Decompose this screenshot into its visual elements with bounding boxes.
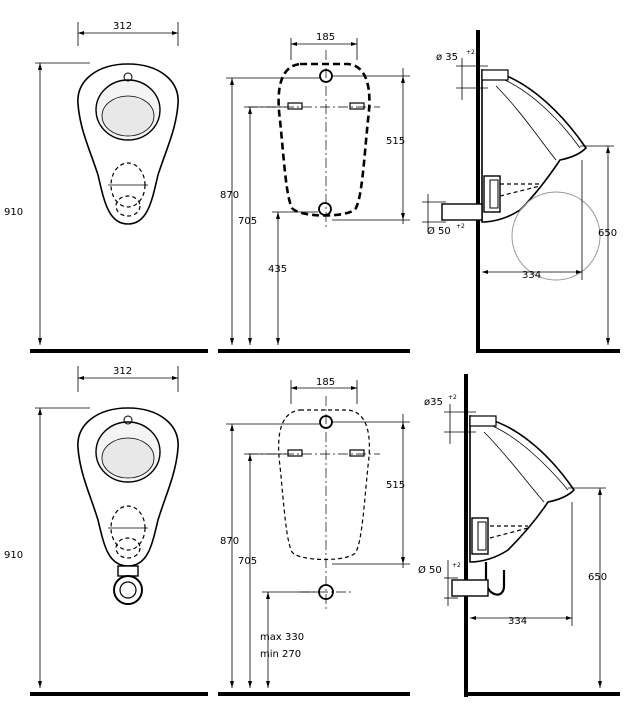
dim-height: 910 [4,550,23,561]
dim-outlet-diameter: Ø 50 [427,225,451,237]
siphon-trap [117,565,139,577]
outlet-pipe [441,203,483,221]
top-side-view: ø 35 +2 Ø 50 +2 334 650 [422,30,620,353]
outlet-pipe [451,579,489,597]
dim-inlet-diameter: ø35 [424,397,443,408]
dim-width: 312 [113,366,132,377]
dim-rim-height: 650 [598,228,617,239]
dim-hole-spacing: 185 [316,32,335,43]
dim-inlet-height: 705 [238,216,257,227]
top-front-view: 312 910 [4,21,208,353]
dim-inlet-diameter: ø 35 [436,52,458,63]
flush-inlet-icon [123,72,133,82]
dim-outlet-min: min 270 [260,649,301,660]
svg-text:+2: +2 [448,394,457,401]
dim-outlet-diameter: Ø 50 [418,564,442,576]
highlight-circle [511,191,601,281]
bottom-side-view: ø35 +2 Ø 50 +2 334 650 [418,374,620,697]
dim-fixing-height: 870 [220,536,239,547]
flush-inlet-icon [123,415,133,425]
dim-hole-distance: 515 [386,136,405,147]
dim-outlet-max: max 330 [260,632,304,643]
dim-width: 312 [113,21,132,32]
dim-hole-spacing: 185 [316,377,335,388]
fixing-point-left [287,102,303,110]
dim-hole-distance: 515 [386,480,405,491]
bottom-front-view: 312 910 [4,366,208,696]
bottom-mounting-view: 185 870 705 max 330 min 270 515 [218,377,410,696]
top-mounting-view: 185 870 705 435 515 [218,32,410,353]
dim-rim-height: 650 [588,572,607,583]
dim-inlet-height: 705 [238,556,257,567]
outlet-hole [318,202,332,216]
dim-outlet-height: 435 [268,264,287,275]
fixing-point-right [349,102,365,110]
svg-text:+2: +2 [452,562,461,569]
fixing-point-right [349,449,365,457]
svg-text:+2: +2 [466,49,475,56]
dim-projection: 334 [522,270,541,281]
siphon-trap [484,562,506,596]
mounting-outline [277,62,371,217]
dim-height: 910 [4,207,23,218]
fixing-point-left [287,449,303,457]
dim-projection: 334 [508,616,527,627]
mounting-outline [278,409,370,561]
svg-text:+2: +2 [456,223,465,230]
urinal-side-body [469,415,576,563]
dim-fixing-height: 870 [220,190,239,201]
